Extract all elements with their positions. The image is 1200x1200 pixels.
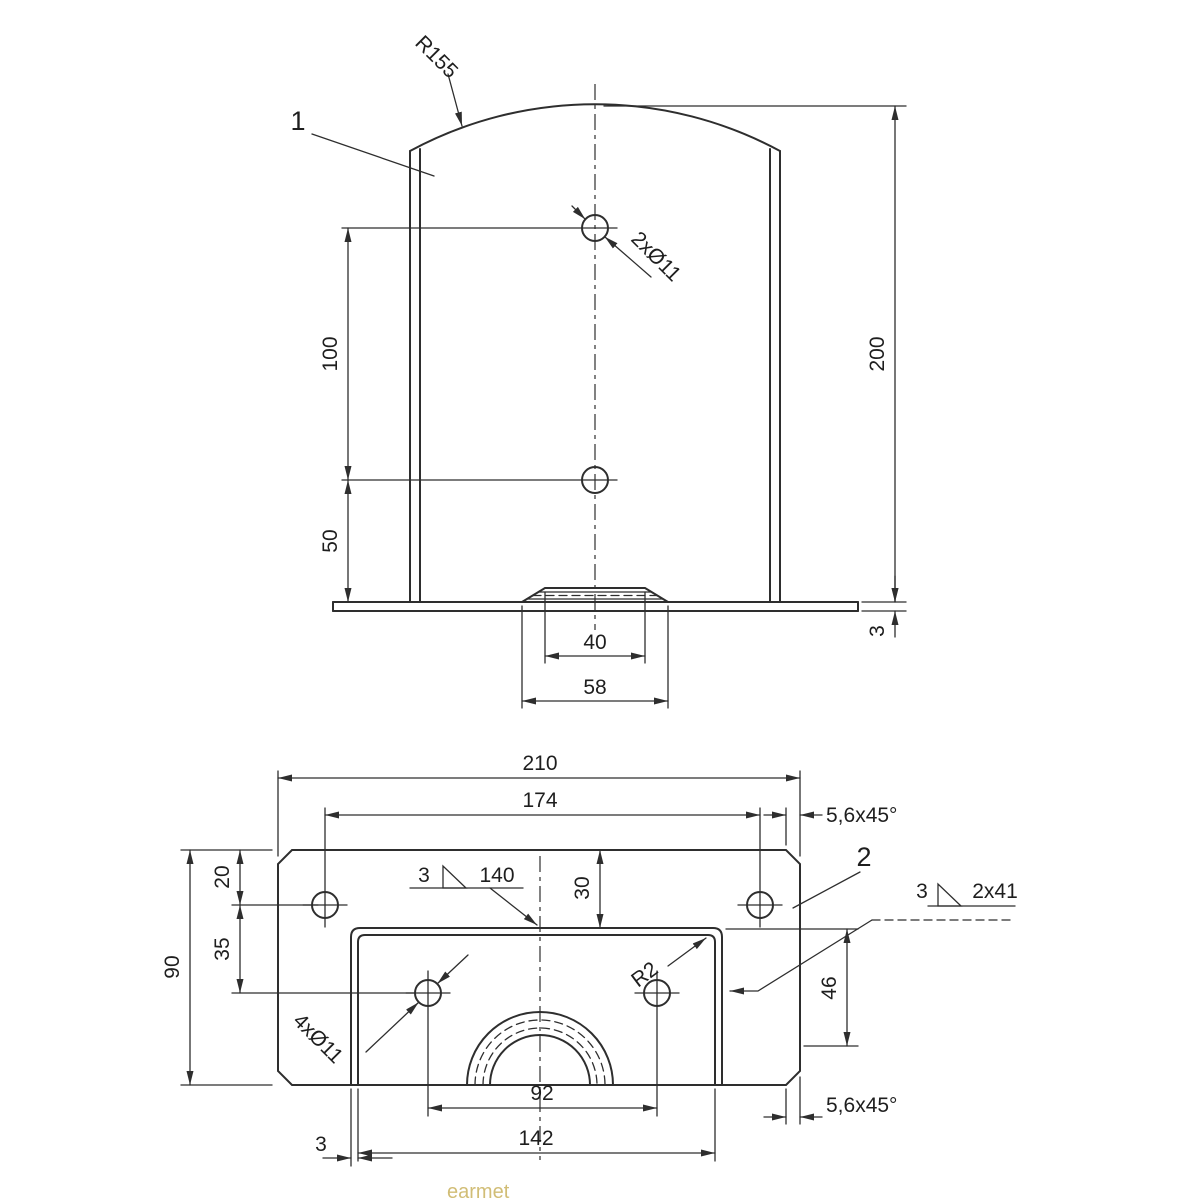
chamfer-bottom-label: 5,6x45°	[826, 1094, 897, 1117]
part-2-label: 2	[856, 842, 871, 872]
dim-30-label: 30	[571, 876, 594, 899]
dim-90-label: 90	[161, 955, 184, 978]
chamfer-top-label: 5,6x45°	[826, 804, 897, 827]
dim-wall-thickness-label: 3	[315, 1133, 327, 1156]
dim-base-thickness-label: 3	[866, 625, 889, 637]
weld-right-length-label: 2x41	[972, 880, 1018, 903]
dim-40-label: 40	[583, 631, 606, 654]
part-1-label: 1	[290, 106, 305, 136]
dim-50-label: 50	[319, 529, 342, 552]
dim-210-label: 210	[522, 752, 557, 775]
dim-100-label: 100	[319, 336, 342, 371]
dim-174-label: 174	[522, 789, 557, 812]
plan-plate-outline	[277, 849, 801, 1086]
dim-20-label: 20	[211, 865, 234, 888]
weld-symbol-left: 3 140	[409, 864, 538, 926]
dim-142-label: 142	[518, 1127, 553, 1150]
watermark-text: earmet	[447, 1181, 510, 1200]
weld-right-size-label: 3	[916, 880, 928, 903]
dim-35-label: 35	[211, 937, 234, 960]
dim-58-label: 58	[583, 676, 606, 699]
dim-200-label: 200	[866, 336, 889, 371]
weld-left-size-label: 3	[418, 864, 430, 887]
plan-view: 210 174 5,6x45° 90 20 35 30	[161, 752, 1018, 1167]
dim-46-label: 46	[818, 976, 841, 999]
weld-symbol-right: 3 2x41	[729, 880, 1018, 995]
dim-92-label: 92	[530, 1082, 553, 1105]
weld-left-length-label: 140	[479, 864, 514, 887]
plan-dimensions: 210 174 5,6x45° 90 20 35 30	[161, 752, 1018, 1167]
plan-channel-outline	[350, 927, 723, 1086]
